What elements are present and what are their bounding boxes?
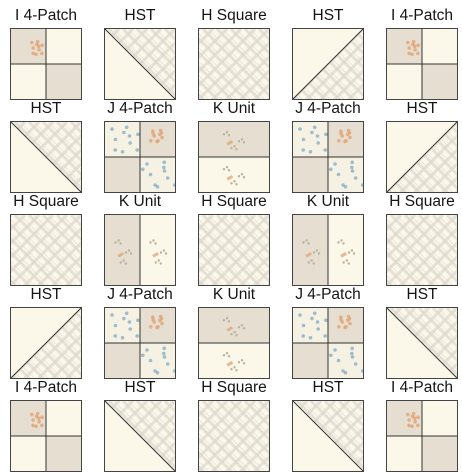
j-4-patch-block (292, 121, 364, 193)
i-4-patch-block (386, 400, 458, 472)
block-label: K Unit (190, 285, 278, 305)
block-label: J 4-Patch (284, 285, 372, 305)
block-label: K Unit (96, 192, 184, 212)
quilt-cell: K Unit (198, 285, 270, 379)
quilt-cell: HST (386, 285, 458, 379)
hst-block (292, 28, 364, 100)
quilt-cell: K Unit (104, 192, 176, 286)
block-label: H Square (2, 192, 90, 212)
block-label: J 4-Patch (96, 285, 184, 305)
quilt-cell: J 4-Patch (292, 99, 364, 193)
block-label: HST (96, 6, 184, 26)
h-square-block (386, 214, 458, 286)
quilt-cell: J 4-Patch (104, 285, 176, 379)
quilt-cell: HST (10, 285, 82, 379)
k-unit-block (292, 214, 364, 286)
hst-block (10, 121, 82, 193)
block-label: H Square (190, 378, 278, 398)
block-label: HST (2, 285, 90, 305)
h-square-block (198, 400, 270, 472)
block-label: HST (378, 285, 462, 305)
quilt-cell: H Square (198, 6, 270, 100)
quilt-cell: HST (104, 6, 176, 100)
j-4-patch-block (104, 307, 176, 379)
block-label: K Unit (284, 192, 372, 212)
hst-block (10, 307, 82, 379)
quilt-cell: H Square (198, 192, 270, 286)
k-unit-block (198, 121, 270, 193)
quilt-cell: J 4-Patch (292, 285, 364, 379)
quilt-cell: H Square (198, 378, 270, 472)
quilt-cell: HST (292, 6, 364, 100)
i-4-patch-block (10, 400, 82, 472)
hst-block (104, 400, 176, 472)
hst-block (104, 28, 176, 100)
quilt-cell: K Unit (198, 99, 270, 193)
quilt-cell: HST (386, 99, 458, 193)
j-4-patch-block (104, 121, 176, 193)
block-label: J 4-Patch (284, 99, 372, 119)
quilt-cell: K Unit (292, 192, 364, 286)
block-label: HST (284, 378, 372, 398)
block-label: I 4-Patch (2, 378, 90, 398)
quilt-cell: J 4-Patch (104, 99, 176, 193)
j-4-patch-block (292, 307, 364, 379)
quilt-cell: I 4-Patch (386, 6, 458, 100)
block-label: H Square (190, 192, 278, 212)
quilt-cell: I 4-Patch (386, 378, 458, 472)
quilt-cell: H Square (386, 192, 458, 286)
quilt-cell: I 4-Patch (10, 378, 82, 472)
block-label: I 4-Patch (378, 378, 462, 398)
block-label: H Square (378, 192, 462, 212)
i-4-patch-block (386, 28, 458, 100)
k-unit-block (104, 214, 176, 286)
block-label: HST (378, 99, 462, 119)
h-square-block (198, 214, 270, 286)
hst-block (386, 307, 458, 379)
quilt-cell: H Square (10, 192, 82, 286)
block-label: HST (2, 99, 90, 119)
k-unit-block (198, 307, 270, 379)
quilt-cell: HST (104, 378, 176, 472)
block-label: J 4-Patch (96, 99, 184, 119)
quilt-cell: HST (10, 99, 82, 193)
quilt-cell: I 4-Patch (10, 6, 82, 100)
block-label: HST (96, 378, 184, 398)
quilt-cell: HST (292, 378, 364, 472)
hst-block (386, 121, 458, 193)
block-label: H Square (190, 6, 278, 26)
hst-block (292, 400, 364, 472)
h-square-block (198, 28, 270, 100)
h-square-block (10, 214, 82, 286)
block-label: I 4-Patch (378, 6, 462, 26)
block-label: HST (284, 6, 372, 26)
block-label: K Unit (190, 99, 278, 119)
block-label: I 4-Patch (2, 6, 90, 26)
i-4-patch-block (10, 28, 82, 100)
